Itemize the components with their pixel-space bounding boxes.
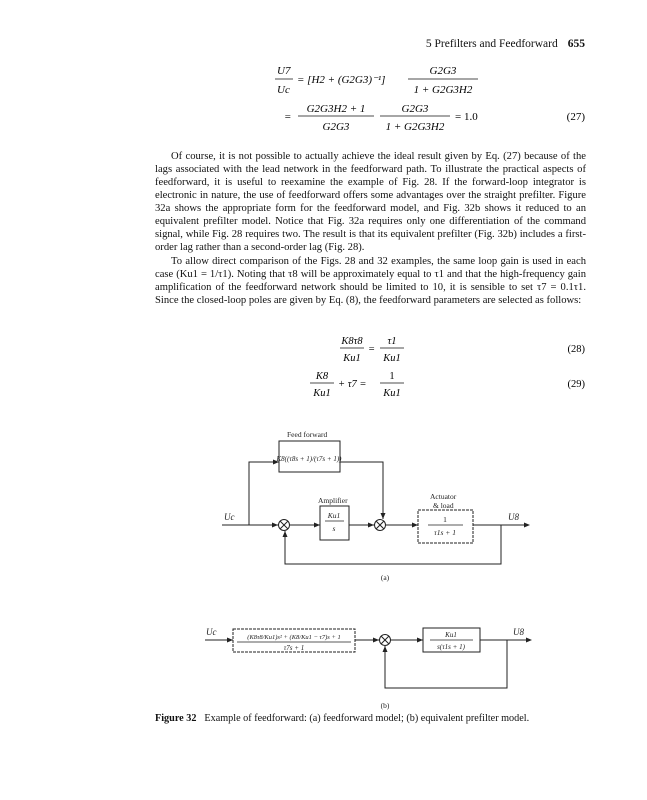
body-paragraph-1: Of course, it is not possible to actuall… — [155, 151, 586, 253]
figure-32a-labels: Feed forward K8((τ8s + 1)/(τ7s + 1)) Amp… — [224, 430, 519, 582]
section-title: 5 Prefilters and Feedforward — [425, 38, 558, 50]
eq-text: K8 — [315, 371, 329, 382]
eq-text: 1 + G2G3H2 — [386, 121, 445, 133]
figure-32b-diagram — [205, 627, 530, 689]
eq-text: Ku1 — [342, 353, 361, 364]
figure-caption: Figure 32 Example of feedforward: (a) fee… — [155, 713, 529, 724]
figure-b-sublabel: (b) — [381, 701, 390, 710]
prefilter-numerator: (K8τ8/Ku1)s² + (K8/Ku1 − τ7)s + 1 — [247, 634, 340, 641]
eq-text: G2G3 — [323, 121, 350, 133]
summing-junction-2 — [374, 519, 386, 531]
eq-text: = 1.0 — [455, 111, 478, 123]
eq-text: τ1 — [387, 336, 396, 347]
figure-32b-arrows — [227, 637, 532, 652]
eq-text: G2G3H2 + 1 — [307, 103, 366, 115]
equation-number: (28) — [568, 344, 586, 355]
figure-32a-diagram — [222, 440, 528, 565]
feedforward-output-line — [340, 461, 384, 519]
plant-numerator: Ku1 — [444, 631, 457, 639]
figure-caption-label: Figure 32 — [155, 713, 197, 724]
page-number: 655 — [567, 38, 585, 50]
body-paragraph-2: To allow direct comparison of the Figs. … — [155, 256, 586, 306]
figure-a-sublabel: (a) — [381, 573, 390, 582]
svg-text:=: = — [284, 111, 291, 123]
eq-text: U7 — [277, 65, 291, 77]
feedforward-transfer-function: K8((τ8s + 1)/(τ7s + 1)) — [275, 455, 342, 463]
equation-number: (29) — [568, 379, 586, 390]
actuator-label-load: & load — [433, 501, 454, 510]
eq-text: Ku1 — [312, 388, 331, 399]
feedforward-block — [278, 440, 341, 473]
eq-text: Uc — [277, 84, 290, 96]
feedback-line — [284, 525, 502, 565]
equation-number: (27) — [567, 111, 586, 123]
prefilter-denominator: τ7s + 1 — [284, 644, 304, 652]
eq-text: G2G3 — [402, 103, 429, 115]
eq-text: 1 + G2G3H2 — [414, 84, 473, 96]
eq-text: Ku1 — [382, 353, 401, 364]
equation-28: K8τ8 Ku1 = τ1 Ku1 (28) — [340, 336, 585, 364]
feedback-line — [384, 640, 508, 689]
svg-text:=: = — [368, 344, 375, 355]
amplifier-denominator: s — [333, 524, 336, 533]
figure-32b-labels: (K8τ8/Ku1)s² + (K8/Ku1 − τ7)s + 1 τ7s + … — [206, 627, 524, 710]
eq-text: 1 — [389, 371, 394, 382]
figure-32a-arrows — [272, 459, 530, 537]
input-signal-label: Uc — [206, 627, 217, 637]
output-signal-label: U8 — [513, 627, 524, 637]
figure-caption-text: Example of feedforward: (a) feedforward … — [204, 713, 530, 724]
output-signal-label: U8 — [508, 512, 519, 522]
equation-29: K8 Ku1 + τ7 = 1 Ku1 (29) — [310, 371, 585, 399]
summing-junction — [379, 634, 391, 646]
amplifier-label: Amplifier — [318, 496, 348, 505]
amplifier-block — [319, 505, 350, 541]
eq-text: K8τ8 — [340, 336, 363, 347]
actuator-denominator: τ1s + 1 — [434, 528, 456, 537]
eq-text: + τ7 = — [338, 379, 366, 390]
amplifier-numerator: Ku1 — [327, 511, 341, 520]
feedforward-label: Feed forward — [287, 430, 327, 439]
plant-denominator: s(τ1s + 1) — [437, 643, 466, 651]
eq-text: Ku1 — [382, 388, 401, 399]
eq-text: = [H2 + (G2G3)⁻¹] — [297, 74, 385, 86]
running-header: 5 Prefilters and Feedforward 655 — [426, 38, 585, 50]
actuator-label: Actuator — [430, 492, 457, 501]
summing-junction-1 — [278, 519, 290, 531]
eq-text: G2G3 — [430, 65, 457, 77]
feedforward-input-line — [248, 461, 279, 525]
actuator-numerator: 1 — [443, 515, 447, 524]
equation-27: U7 Uc = [H2 + (G2G3)⁻¹] G2G3 1 + G2G3H2 … — [275, 65, 585, 133]
input-signal-label: Uc — [224, 512, 235, 522]
